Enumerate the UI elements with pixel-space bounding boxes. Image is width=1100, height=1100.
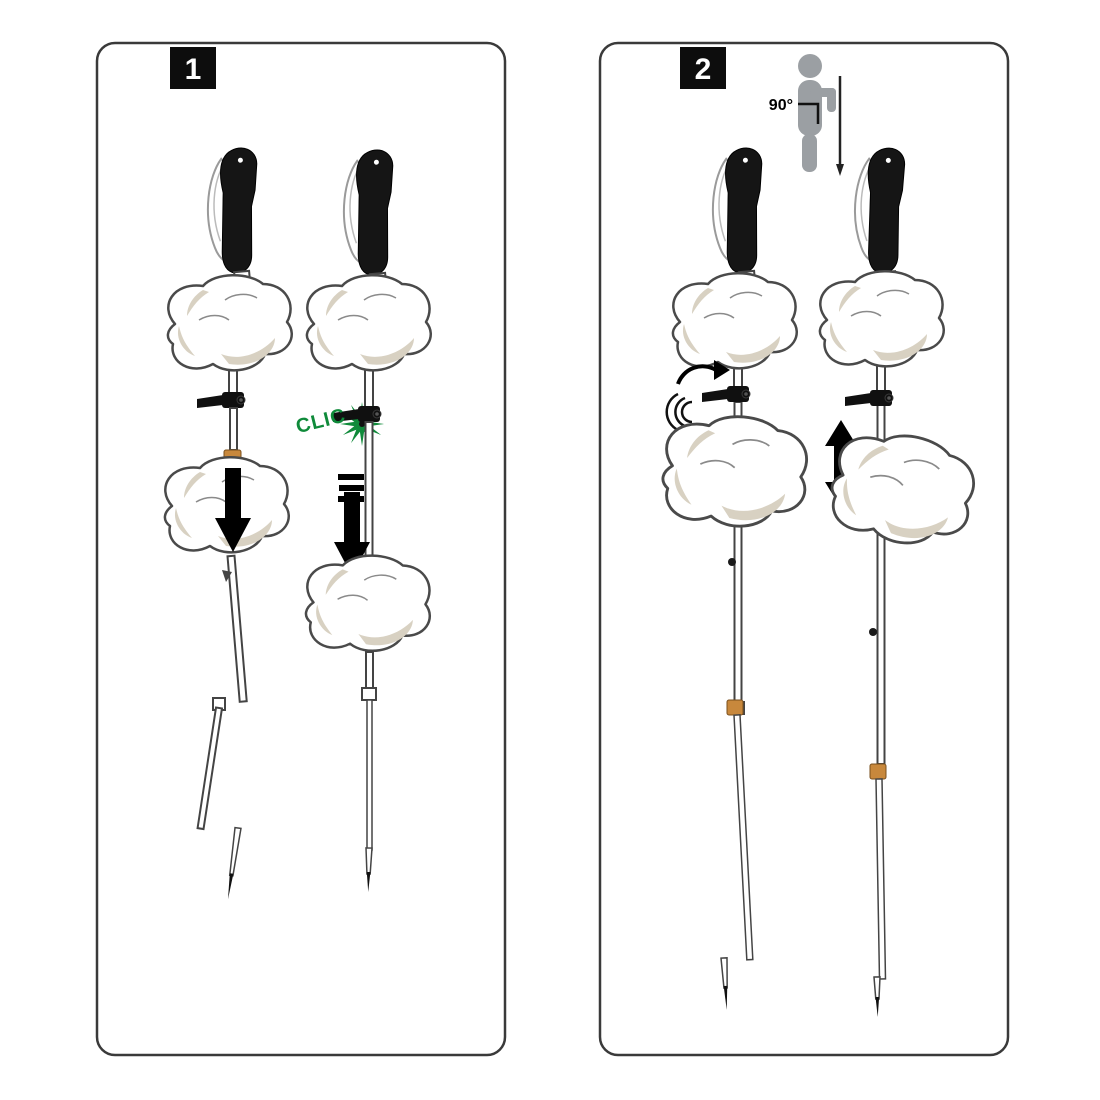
panel-2-border [598, 41, 1010, 1057]
angle-label: 90° [769, 97, 793, 114]
pole-left-step2 [657, 145, 814, 1010]
panel-1-border [95, 41, 507, 1057]
step-2-badge [680, 47, 726, 89]
pole-lower-section [366, 699, 373, 851]
pole-tip [873, 976, 881, 1017]
pole-lower-section [196, 706, 224, 831]
pole-tip [227, 826, 242, 900]
pole-lower-section [226, 554, 248, 703]
orange-band [869, 763, 887, 780]
pole-joint [361, 687, 377, 701]
pole-right-step2 [818, 146, 985, 1017]
panel-2: 2 90° [598, 41, 1010, 1057]
person-90-icon: 90° [769, 54, 844, 176]
step-1-label: 1 [185, 53, 202, 86]
pole-lower-section [875, 778, 887, 980]
pole-lower-section [733, 714, 754, 961]
bolt-dot [869, 628, 877, 636]
pole-tip [365, 847, 373, 892]
step-1-badge [170, 47, 216, 89]
right-angle-mark [798, 102, 820, 124]
sound-waves-icon [665, 392, 693, 432]
pole-shaft [365, 651, 374, 689]
pole-shaft [229, 407, 238, 451]
bolt-dot [728, 558, 736, 566]
pole-left-step1 [163, 145, 293, 900]
pole-tip [720, 957, 728, 1010]
clamp-bolt [359, 421, 365, 427]
curved-arrow-icon [676, 360, 730, 385]
section-marker [222, 570, 232, 582]
step-2-label: 2 [695, 53, 712, 86]
orange-band [726, 699, 744, 716]
panel-1: 1 CLIC [95, 41, 507, 1057]
